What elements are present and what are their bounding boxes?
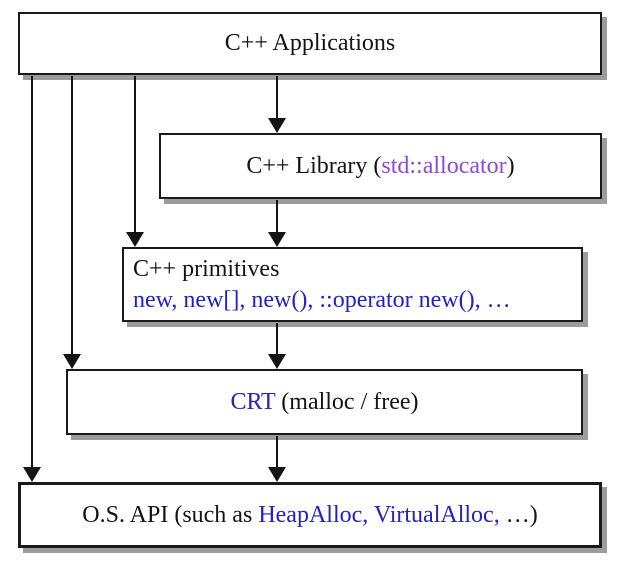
node-cpp-primitives: C++ primitives new, new[], new(), ::oper… <box>122 247 583 322</box>
edge-crt-to-os-api-line <box>276 436 278 467</box>
node-cpp-library-label: C++ Library (std::allocator) <box>161 151 600 182</box>
node-cpp-primitives-label: C++ primitives <box>133 254 581 285</box>
text-segment: ) <box>506 152 515 179</box>
text-segment: new, new[], new(), ::operator new(), … <box>133 286 511 313</box>
node-crt-label: CRT (malloc / free) <box>68 387 581 418</box>
node-os-api: O.S. API (such as HeapAlloc, VirtualAllo… <box>18 482 602 548</box>
text-segment: (malloc / free) <box>275 388 419 415</box>
node-cpp-applications: C++ Applications <box>18 12 602 75</box>
edge-applications-to-crt-arrowhead-icon <box>63 354 81 369</box>
edge-applications-to-primitives-arrowhead-icon <box>126 232 144 247</box>
node-cpp-applications-label: C++ Applications <box>20 28 600 59</box>
text-segment: C++ primitives <box>133 255 280 282</box>
node-cpp-primitives-operators-label: new, new[], new(), ::operator new(), … <box>133 285 581 316</box>
edge-applications-to-crt-line <box>71 76 73 354</box>
edge-library-to-primitives-arrowhead-icon <box>268 232 286 247</box>
text-segment: C++ Library ( <box>246 152 382 179</box>
text-segment: C++ Applications <box>224 30 396 56</box>
text-segment: std::allocator <box>381 152 507 179</box>
text-segment: HeapAlloc, VirtualAlloc, <box>258 501 500 528</box>
text-segment: O.S. API (such as <box>82 501 259 528</box>
edge-applications-to-library-arrowhead-icon <box>268 118 286 133</box>
text-segment: …) <box>499 501 538 528</box>
edge-applications-to-primitives-line <box>134 76 136 232</box>
node-os-api-label: O.S. API (such as HeapAlloc, VirtualAllo… <box>21 500 599 531</box>
node-cpp-library: C++ Library (std::allocator) <box>159 133 602 199</box>
edge-primitives-to-crt-arrowhead-icon <box>268 354 286 369</box>
edge-library-to-primitives-line <box>276 200 278 232</box>
node-crt: CRT (malloc / free) <box>66 369 583 435</box>
text-segment: CRT <box>230 388 276 415</box>
edge-applications-to-os-api-arrowhead-icon <box>23 467 41 482</box>
edge-primitives-to-crt-line <box>276 323 278 354</box>
edge-applications-to-os-api-line <box>31 76 33 467</box>
edge-crt-to-os-api-arrowhead-icon <box>268 467 286 482</box>
edge-applications-to-library-line <box>276 76 278 118</box>
